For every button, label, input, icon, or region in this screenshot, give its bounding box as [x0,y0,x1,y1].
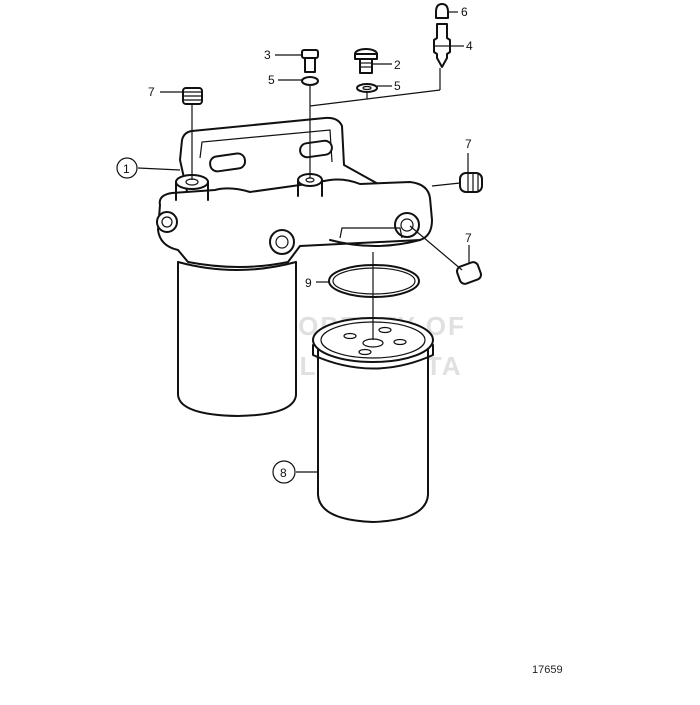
plug-top-left [182,87,203,105]
plug-right-upper [459,172,483,193]
sealing-ring [328,264,420,298]
port-right [394,212,420,238]
callout-4: 4 [466,39,473,53]
protective-cap [435,3,449,19]
callout-6: 6 [461,5,468,19]
mounting-slot-left [209,152,247,173]
filter-housing [156,173,433,268]
callout-5-left: 5 [268,73,275,87]
callout-1: 1 [123,162,130,176]
callout-2: 2 [394,58,401,72]
callout-7-right-upper: 7 [465,137,472,151]
callout-circle-8 [272,460,296,484]
drawing-number: 17659 [532,664,563,676]
plug [354,48,378,74]
plug-right-lower [455,261,483,285]
port-left [156,211,178,233]
filter-cartridge [312,317,434,523]
leader-lines [137,11,470,473]
washer-right [356,83,378,93]
callout-7-top-left: 7 [148,85,155,99]
callout-8: 8 [280,466,287,480]
washer-left [301,76,319,86]
bleed-nipple [433,23,451,68]
callout-7-right-lower: 7 [465,231,472,245]
callout-labels: 1 2 3 4 5 5 6 7 7 7 8 9 [123,5,473,480]
bolt [301,49,319,73]
callout-circle-1 [116,157,138,179]
callout-9: 9 [305,276,312,290]
port-center [269,229,295,255]
callout-3: 3 [264,48,271,62]
guide-lines [191,68,463,340]
mounting-plate [179,116,381,206]
callout-5-right: 5 [394,79,401,93]
mounting-slot-right [299,139,333,159]
left-filter-canister [177,261,297,417]
